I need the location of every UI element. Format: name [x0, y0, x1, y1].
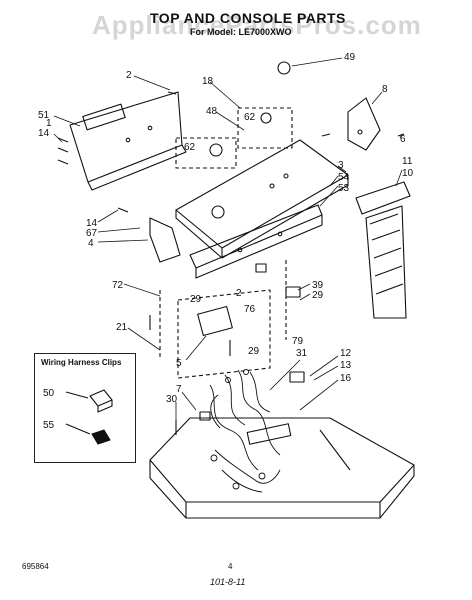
callout-30: 30	[166, 394, 178, 405]
callout-6: 6	[400, 134, 406, 145]
callout-54: 54	[338, 172, 350, 183]
diagram-title: TOP AND CONSOLE PARTS	[150, 10, 346, 26]
callout-72: 72	[112, 280, 124, 291]
callout-62-upper: 62	[244, 112, 256, 123]
small-components	[149, 61, 305, 435]
callout-51: 51	[38, 110, 50, 121]
right-console-end	[347, 97, 381, 151]
callout-11: 11	[402, 156, 413, 167]
callout-1: 1	[46, 118, 52, 129]
top-panel	[149, 417, 415, 519]
callout-labels: 49 2 18 8 51 48 62 62 1 14 6 3 54 53 11 …	[38, 52, 414, 405]
console-panel	[175, 139, 349, 259]
callout-76: 76	[244, 304, 256, 315]
callout-14-lower: 14	[86, 218, 98, 229]
callout-21: 21	[116, 322, 128, 333]
left-console-end	[149, 217, 181, 263]
wiring-harness-clips-legend: Wiring Harness Clips 50 55	[34, 353, 136, 463]
callout-14-upper: 14	[38, 128, 50, 139]
diagram-subtitle: For Model: LE7000XWO	[190, 27, 292, 37]
callout-8: 8	[382, 84, 388, 95]
callout-16: 16	[340, 373, 352, 384]
callout-31: 31	[296, 348, 308, 359]
wiring-harness	[209, 369, 281, 493]
callout-29-right: 29	[312, 290, 324, 301]
callout-3: 3	[338, 160, 344, 171]
callout-79: 79	[292, 336, 304, 347]
callout-7: 7	[176, 384, 182, 395]
dashed-group-boxes	[159, 107, 293, 379]
legend-item-55: 55	[43, 420, 55, 431]
legend-clip-icons	[65, 389, 113, 445]
callout-48: 48	[206, 106, 218, 117]
legend-item-50: 50	[43, 388, 55, 399]
callout-18: 18	[202, 76, 214, 87]
callout-4: 4	[88, 238, 94, 249]
callout-39: 39	[312, 280, 324, 291]
left-end-cap	[69, 91, 187, 191]
page-number: 4	[228, 562, 233, 571]
callout-13: 13	[340, 360, 352, 371]
watermark: AppliancePartsPros.com	[92, 10, 422, 40]
callout-2: 2	[126, 70, 132, 81]
revision-code: 101-8-11	[210, 577, 246, 587]
callout-10: 10	[402, 168, 414, 179]
callout-29-left: 29	[190, 294, 202, 305]
callout-12: 12	[340, 348, 352, 359]
document-number: 695864	[22, 562, 49, 571]
callout-49: 49	[344, 52, 356, 63]
screws	[57, 91, 405, 213]
callout-53: 53	[338, 183, 350, 194]
legend-title: Wiring Harness Clips	[41, 358, 122, 367]
lint-filter	[355, 181, 411, 319]
callout-29-center: 29	[248, 346, 260, 357]
callout-2-lower: 2	[236, 288, 242, 299]
console-back-panel	[189, 204, 323, 279]
callout-62-lower: 62	[184, 142, 196, 153]
callout-67: 67	[86, 228, 98, 239]
leader-lines	[53, 57, 403, 420]
callout-5: 5	[176, 358, 182, 369]
